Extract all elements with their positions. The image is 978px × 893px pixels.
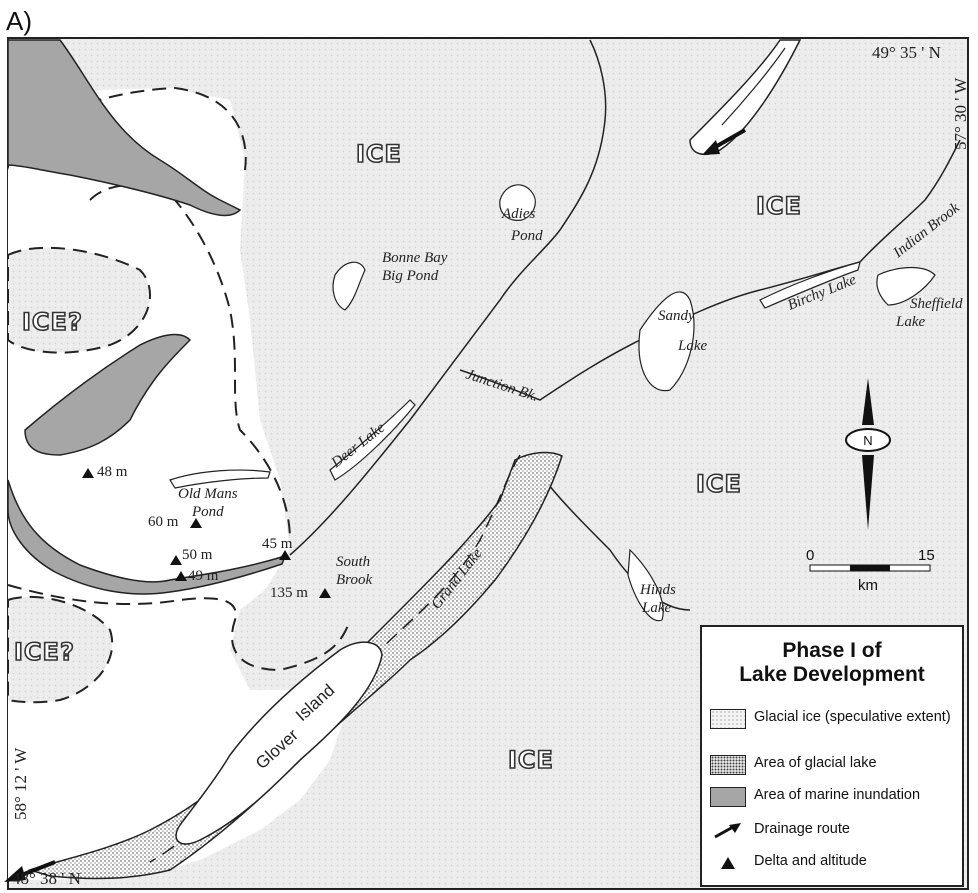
river-indian <box>859 139 961 263</box>
drainage-arrow-icon <box>710 821 746 841</box>
ice-question-label-2: ICE? <box>14 638 75 666</box>
legend-item-drainage: Drainage route <box>710 821 850 841</box>
delta-50m: 50 m <box>170 547 213 565</box>
label-sandy: Sandy <box>658 308 695 324</box>
label-bonne-bay: Bonne Bay <box>382 250 448 266</box>
birchy-lake <box>759 261 861 309</box>
drainage-route-arrowhead <box>4 866 26 882</box>
legend-title-1: Phase I of <box>782 639 882 662</box>
coord-sw-lat: 48° 38 ' N <box>12 869 81 888</box>
legend-label-glacial-lake: Area of glacial lake <box>754 755 877 771</box>
ice-label-4: ICE <box>508 746 554 774</box>
scale-min: 0 <box>806 547 814 564</box>
coord-ne-lat: 49° 35 ' N <box>872 43 941 62</box>
legend-label-drainage: Drainage route <box>754 821 850 837</box>
label-south: South <box>336 554 370 570</box>
northeast-lake-inner <box>721 47 786 126</box>
coord-ne-lon: 57° 30 ' W <box>951 77 970 150</box>
label-big-pond: Big Pond <box>382 268 439 284</box>
ice-question-north <box>7 246 151 354</box>
glover-island <box>175 641 383 845</box>
bonne-bay-big-pond <box>332 261 366 311</box>
ice-label-2: ICE <box>756 192 802 220</box>
adies-pond <box>499 184 536 221</box>
panel-label: A) <box>6 6 32 36</box>
legend-title-2: Lake Development <box>739 663 925 686</box>
delta-49m: 49 m <box>175 568 219 584</box>
ice-margin-south <box>7 584 351 672</box>
coord-sw-lon: 58° 12 ' W <box>11 747 30 820</box>
label-sheffield: Sheffield <box>910 296 963 312</box>
hinds-lake <box>627 548 664 622</box>
legend-label-delta: Delta and altitude <box>754 853 867 869</box>
legend-item-marine: Area of marine inundation <box>710 787 920 807</box>
svg-text:135 m: 135 m <box>270 585 308 601</box>
deer-lake <box>329 399 416 481</box>
label-old-mans-pond: Pond <box>191 504 224 520</box>
legend-item-glacial-ice: Glacial ice (speculative extent) <box>710 709 954 729</box>
label-adies-pond: Pond <box>510 228 543 244</box>
label-sheffield-lake: Lake <box>895 314 926 330</box>
label-hinds: Hinds <box>639 582 676 598</box>
ice-label-3: ICE <box>696 470 742 498</box>
river-hinds <box>544 479 691 611</box>
glacial-lake-swatch <box>710 755 746 775</box>
legend-label-glacial-ice: Glacial ice (speculative extent) <box>754 709 951 725</box>
marine-inundation-arms <box>24 333 192 456</box>
ice-question-label-1: ICE? <box>22 308 83 336</box>
river-main <box>289 39 607 556</box>
marine-swatch <box>710 787 746 807</box>
svg-text:49 m: 49 m <box>188 568 219 584</box>
delta-60m: 60 m <box>148 514 202 530</box>
label-old-mans: Old Mans <box>178 486 238 502</box>
old-mans-pond <box>169 469 271 489</box>
scale-unit: km <box>858 577 878 594</box>
delta-135m: 135 m <box>270 585 331 601</box>
north-label: N <box>863 433 872 448</box>
scale-max: 15 <box>918 547 935 564</box>
drainage-route-arrowhead-ne <box>702 140 720 155</box>
svg-text:48 m: 48 m <box>97 464 128 480</box>
svg-text:50 m: 50 m <box>182 547 213 563</box>
svg-text:60 m: 60 m <box>148 514 179 530</box>
scale-bar: 0 15 km <box>806 547 935 594</box>
ice-question-south <box>7 595 114 704</box>
sandy-lake <box>638 291 695 392</box>
legend: Phase I of Lake Development Glacial ice … <box>700 625 964 887</box>
label-sandy-lake: Lake <box>677 338 708 354</box>
label-south-brook: Brook <box>336 572 372 588</box>
label-adies: Adies <box>501 206 535 222</box>
svg-text:45 m: 45 m <box>262 536 293 552</box>
marine-inundation-northwest <box>7 39 242 217</box>
legend-item-delta: Delta and altitude <box>710 853 867 873</box>
delta-48m: 48 m <box>82 464 128 480</box>
ice-label-1: ICE <box>356 140 402 168</box>
delta-triangle-icon <box>710 853 746 873</box>
legend-label-marine: Area of marine inundation <box>754 787 921 803</box>
marine-inundation-coast <box>7 479 287 595</box>
delta-45m: 45 m <box>262 536 293 560</box>
glacial-ice-swatch <box>710 709 746 729</box>
label-hinds-lake: Lake <box>641 600 672 616</box>
sheffield-lake <box>876 266 936 306</box>
north-arrow: N <box>845 378 891 530</box>
legend-item-glacial-lake: Area of glacial lake <box>710 755 877 775</box>
